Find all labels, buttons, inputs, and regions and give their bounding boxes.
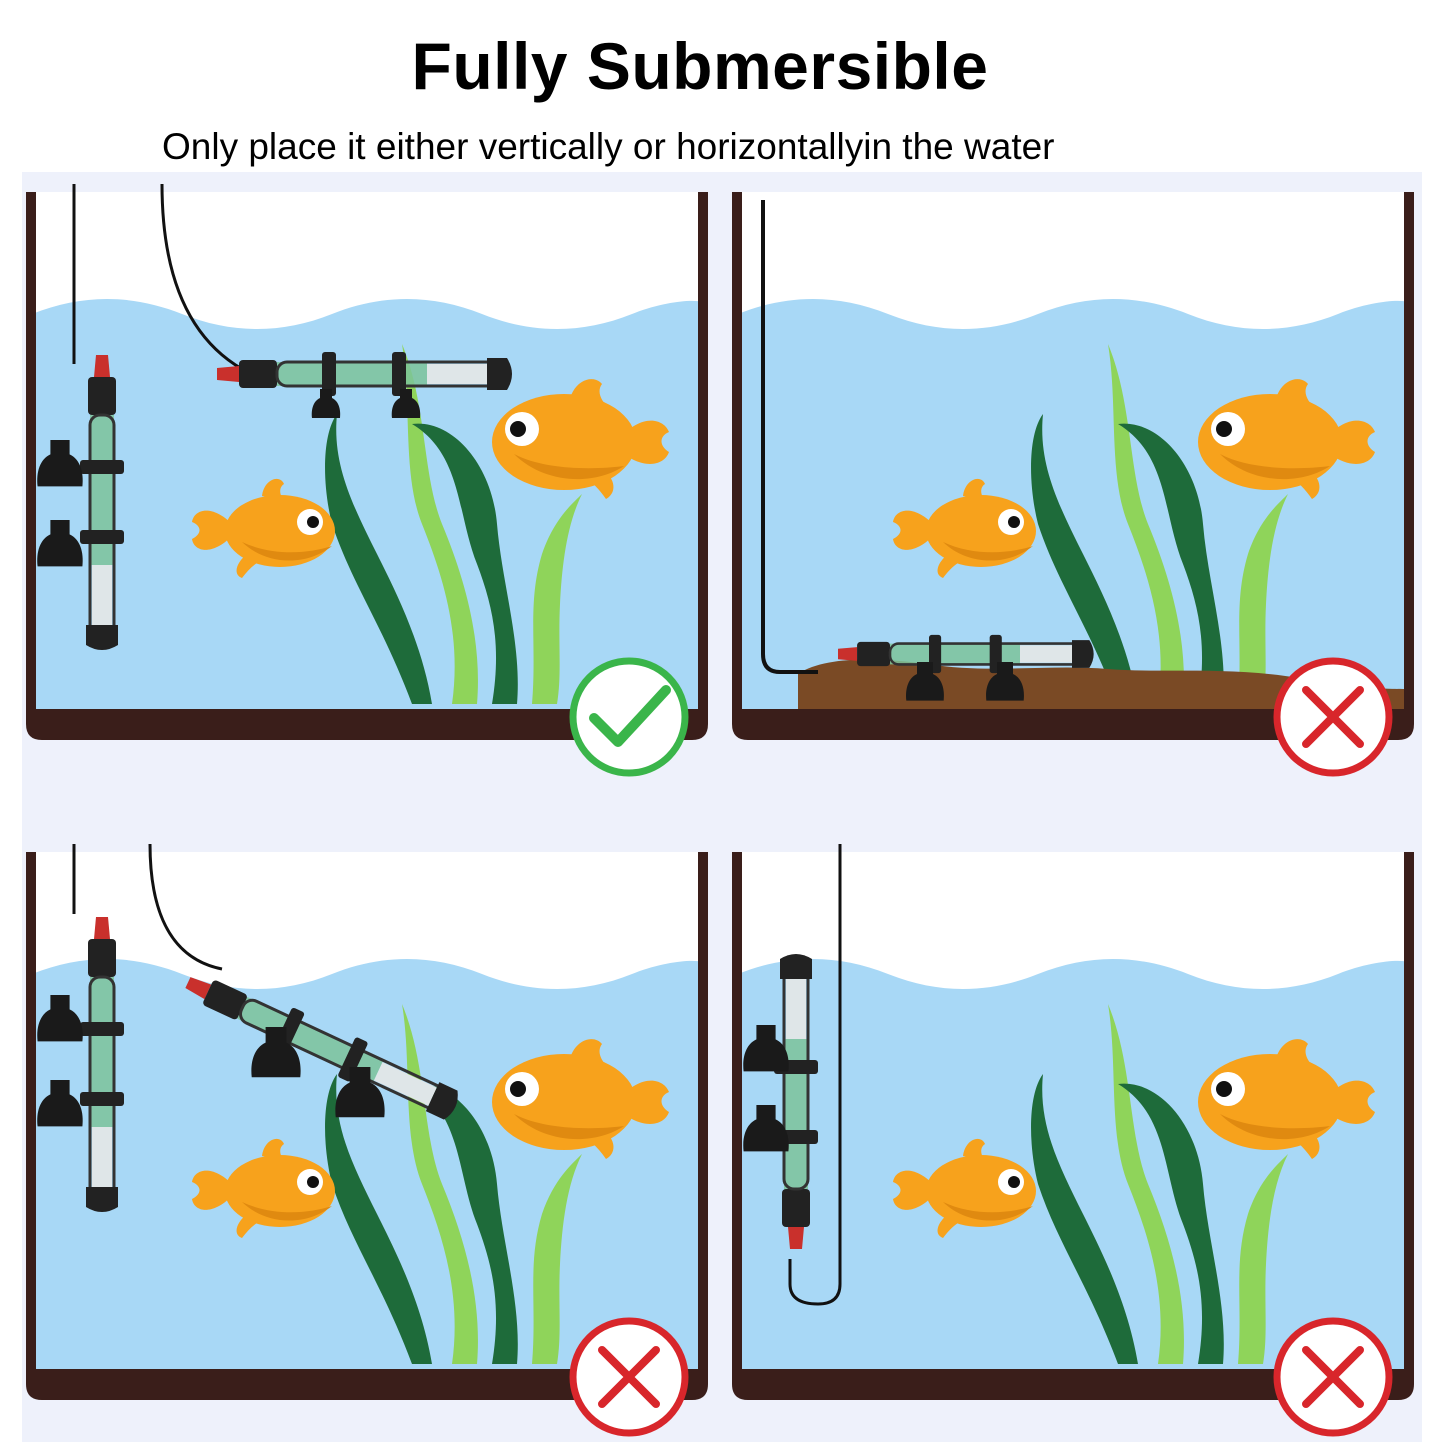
x-circle-icon (1272, 1316, 1394, 1438)
page-subtitle: Only place it either vertically or horiz… (162, 126, 1055, 167)
panel-wrong-tilted (22, 844, 712, 1404)
panel-correct-placement (22, 184, 712, 744)
page-title: Fully Submersible (411, 29, 989, 103)
panel-wrong-gravel (728, 184, 1418, 744)
x-circle-icon (1272, 656, 1394, 778)
check-circle-icon (568, 656, 690, 778)
panel-wrong-upside-down (728, 844, 1418, 1404)
x-circle-icon (568, 1316, 690, 1438)
